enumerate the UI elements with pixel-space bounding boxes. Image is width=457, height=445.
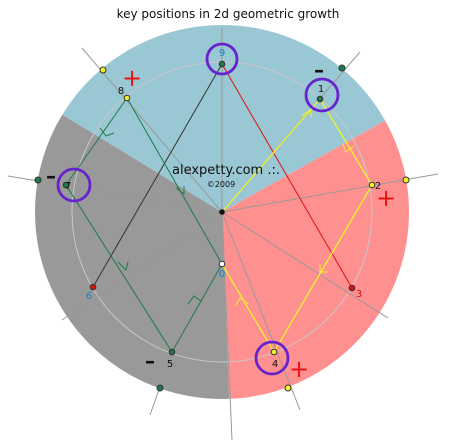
spoke-3	[221, 211, 389, 319]
green-arrow-3	[117, 261, 129, 271]
highlight-9	[205, 42, 239, 76]
position-label-2: 2	[375, 181, 381, 192]
position-labels: 9 1 2 3 4 5 6 7 8 0	[65, 48, 381, 370]
highlight-circles	[56, 42, 340, 376]
minus-sign-1: –	[314, 58, 324, 82]
position-label-0: 0	[219, 269, 225, 280]
diagram-title: key positions in 2d geometric growth	[117, 7, 340, 21]
outer-marker-5	[156, 384, 164, 392]
radial-spokes	[7, 28, 439, 441]
green-arrow-4	[187, 295, 203, 305]
spoke-8	[81, 47, 223, 213]
position-point-2	[368, 181, 376, 189]
position-label-1: 1	[318, 84, 324, 95]
arrow-marks	[99, 109, 355, 306]
yellow-arrow-1	[301, 109, 313, 119]
yellow-arrow-2	[342, 143, 355, 153]
position-label-4: 4	[272, 359, 278, 370]
position-point-8	[123, 94, 131, 102]
outer-marker-1	[338, 64, 346, 72]
spoke-6	[61, 211, 223, 321]
green-arrow-2	[175, 186, 185, 195]
watermark-year: ©2009	[207, 180, 235, 189]
watermark-site: alexpetty.com .:.	[172, 163, 280, 178]
spoke-2	[221, 173, 439, 213]
position-label-7: 7	[65, 181, 71, 192]
position-point-6	[89, 283, 97, 291]
highlight-7	[56, 167, 92, 203]
green-arrow-1	[99, 127, 115, 137]
outer-marker-7	[34, 176, 42, 184]
position-label-6: 6	[86, 291, 92, 302]
position-label-8: 8	[118, 86, 124, 97]
position-point-5	[168, 348, 176, 356]
center-point	[219, 209, 225, 215]
minus-sign-7: –	[46, 164, 56, 188]
position-point-4	[270, 348, 278, 356]
spoke-7	[7, 175, 223, 213]
position-label-5: 5	[167, 359, 173, 370]
position-label-3: 3	[356, 289, 362, 300]
highlight-1	[304, 77, 340, 113]
plus-sign-2: +	[376, 184, 396, 212]
plus-sign-4: +	[289, 355, 309, 383]
position-point-0	[218, 260, 226, 268]
red-path-9-3	[221, 63, 353, 289]
yellow-arrow-4	[235, 297, 249, 306]
spoke-4	[221, 211, 301, 411]
spoke-0	[221, 211, 233, 441]
outer-marker-4	[284, 384, 292, 392]
yellow-arrow-3	[319, 264, 328, 273]
black-path-9-6	[92, 63, 223, 288]
highlight-4	[254, 340, 290, 376]
position-points	[62, 60, 376, 356]
outer-marker-2	[402, 176, 410, 184]
plus-sign-8: +	[122, 64, 142, 92]
position-label-9: 9	[219, 48, 225, 59]
outer-marker-8	[99, 66, 107, 74]
position-point-3	[348, 284, 356, 292]
spoke-5	[149, 211, 223, 416]
minus-sign-5: –	[145, 349, 155, 373]
position-point-9	[218, 60, 226, 68]
position-point-1	[316, 95, 324, 103]
outer-markers	[34, 64, 410, 392]
position-point-7	[62, 181, 70, 189]
sign-marks: + + + – – –	[46, 58, 396, 383]
